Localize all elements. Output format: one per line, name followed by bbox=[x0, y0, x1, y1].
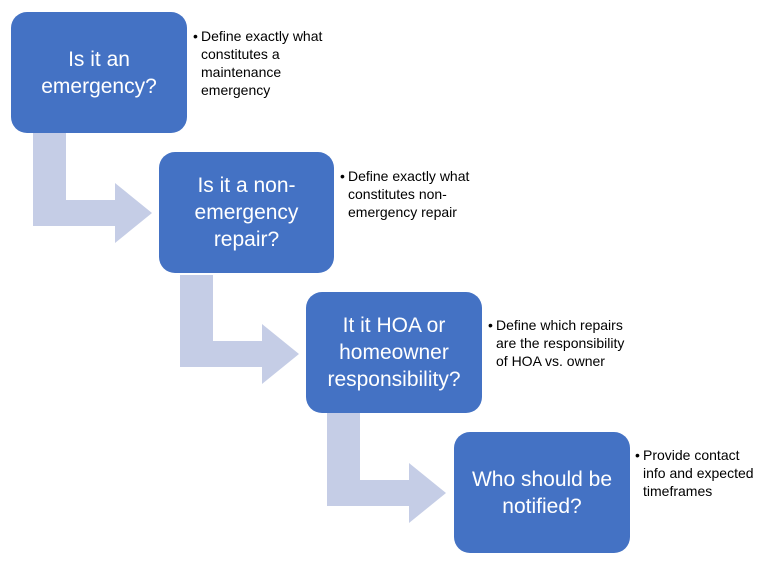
step-3-note: • Define which repairs are the responsib… bbox=[488, 316, 628, 370]
bullet-icon: • bbox=[340, 168, 345, 184]
step-4-note: • Provide contact info and expected time… bbox=[635, 446, 757, 500]
step-4-note-text: Provide contact info and expected timefr… bbox=[643, 447, 754, 499]
step-2-box: Is it a non-emergency repair? bbox=[159, 152, 334, 273]
bullet-icon: • bbox=[193, 28, 198, 44]
step-1-note-text: Define exactly what constitutes a mainte… bbox=[201, 28, 323, 98]
connector-arrow-1 bbox=[33, 133, 152, 243]
connector-arrow-3 bbox=[327, 413, 446, 523]
step-1-note: • Define exactly what constitutes a main… bbox=[193, 27, 333, 99]
step-4-box: Who should be notified? bbox=[454, 432, 630, 553]
connector-arrow-2 bbox=[180, 275, 299, 384]
step-2-question: Is it a non-emergency repair? bbox=[194, 174, 299, 251]
bullet-icon: • bbox=[635, 447, 640, 463]
step-1-box: Is it an emergency? bbox=[11, 12, 187, 133]
bullet-icon: • bbox=[488, 317, 493, 333]
step-2-note: • Define exactly what constitutes non-em… bbox=[340, 167, 480, 221]
step-2-note-text: Define exactly what constitutes non-emer… bbox=[348, 168, 470, 220]
step-3-box: It it HOA or homeowner responsibility? bbox=[306, 292, 482, 413]
step-3-question: It it HOA or homeowner responsibility? bbox=[327, 314, 461, 391]
step-4-question: Who should be notified? bbox=[471, 467, 613, 518]
step-1-question: Is it an emergency? bbox=[41, 47, 157, 98]
step-3-note-text: Define which repairs are the responsibil… bbox=[496, 317, 625, 369]
